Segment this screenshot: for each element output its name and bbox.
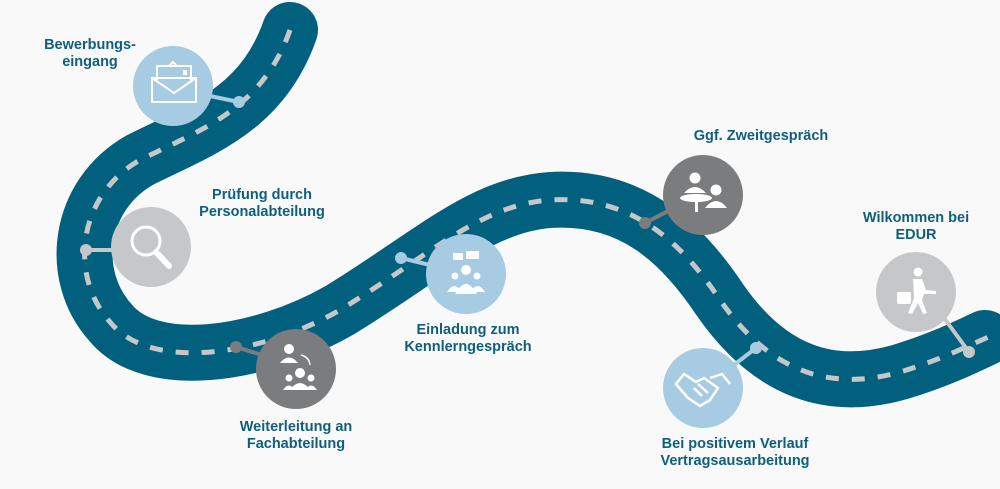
label-line: Fachabteilung: [246, 436, 346, 452]
walking-person-icon: [897, 267, 936, 314]
step-walking-person: [876, 252, 956, 332]
step-meeting: [663, 155, 743, 235]
magnifier-icon: [130, 225, 172, 269]
label-line: Bewerbungs-: [44, 37, 136, 53]
envelope-icon: [151, 60, 197, 103]
step-label-second-interview: Ggf. Zweitgespräch: [694, 128, 829, 145]
road: [56, 2, 1000, 408]
step-magnifier: [111, 207, 191, 287]
step-handshake: [663, 348, 743, 428]
label-line: Personalabteilung: [199, 204, 325, 220]
label-line: Vertragsausarbeitung: [660, 453, 810, 469]
group-chat-icon: [447, 251, 485, 294]
label-line: Wilkommen bei: [862, 210, 970, 226]
step-forward-team: [256, 329, 336, 409]
label-line: Prüfung durch: [212, 187, 312, 203]
label-line: Bei positivem Verlauf: [661, 436, 809, 452]
label-line: eingang: [62, 54, 118, 70]
step-envelope: [133, 46, 213, 126]
step-label-application: Bewerbungs-eingang: [44, 37, 136, 71]
handshake-icon: [674, 372, 731, 408]
label-line: Ggf. Zweitgespräch: [693, 128, 829, 144]
label-line: Weiterleitung an: [239, 419, 353, 435]
label-line: Kennlerngespräch: [404, 339, 532, 355]
step-group-chat: [426, 234, 506, 314]
meeting-icon: [680, 172, 727, 212]
connectors: [80, 93, 975, 370]
label-line: Einladung zum: [416, 322, 520, 338]
forward-to-team-icon: [280, 344, 317, 390]
label-line: EDUR: [895, 227, 937, 243]
